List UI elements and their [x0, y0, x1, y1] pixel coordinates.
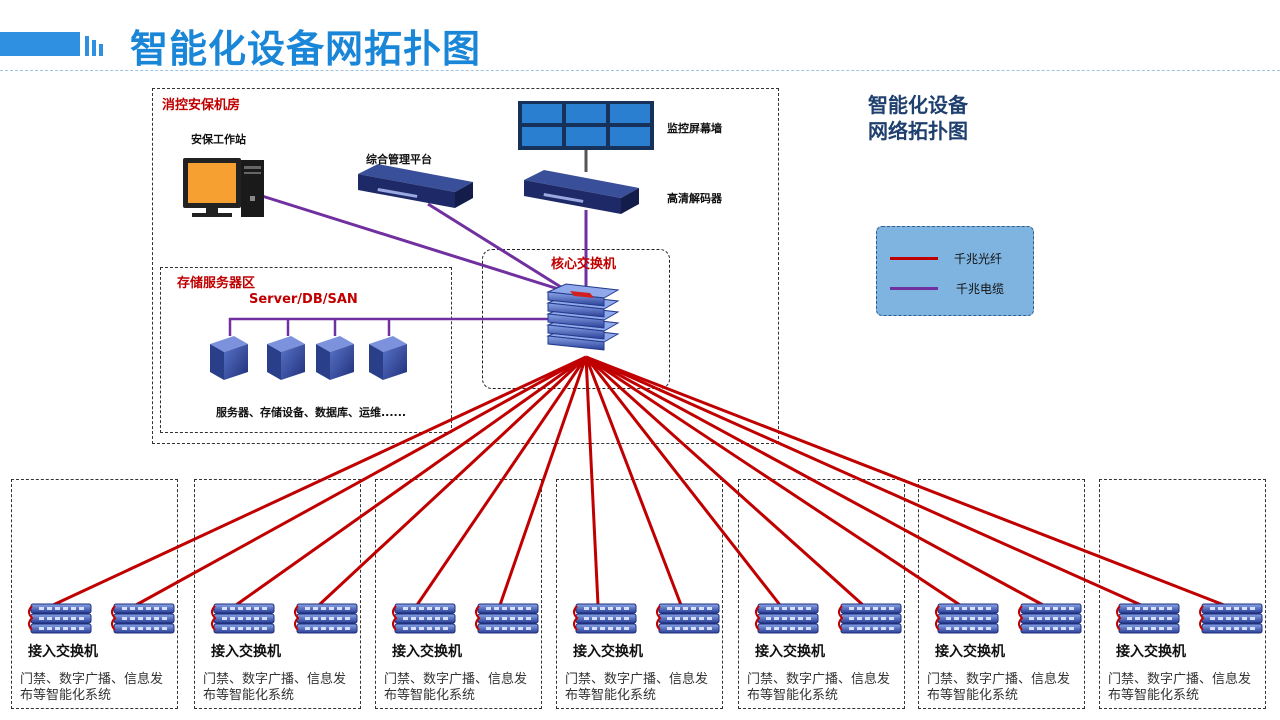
fiber-link	[584, 355, 865, 607]
side-title-line2: 网络拓扑图	[868, 119, 968, 143]
fiber-link	[135, 355, 587, 607]
fiber-link	[415, 356, 588, 606]
access-switch-icon	[392, 603, 456, 634]
video-wall-panel	[610, 104, 650, 123]
access-system-desc: 门禁、数字广播、信息发布等智能化系统	[927, 672, 1071, 703]
workstation-icon	[183, 158, 264, 217]
page-title: 智能化设备网拓扑图	[130, 27, 482, 71]
access-switch-icon	[755, 603, 819, 634]
fiber-link	[235, 355, 587, 607]
access-switch-label: 接入交换机	[28, 644, 98, 660]
access-zone	[738, 479, 905, 709]
cable-link	[228, 317, 548, 336]
access-system-desc: 门禁、数字广播、信息发布等智能化系统	[384, 672, 528, 703]
access-zone	[11, 479, 178, 709]
access-switch-icon	[656, 603, 720, 634]
control-room-label: 消控安保机房	[162, 98, 241, 113]
fiber-link	[498, 356, 588, 606]
cable-link	[261, 194, 569, 294]
fiber-link	[584, 356, 683, 606]
storage-caption: 服务器、存储设备、数据库、运维......	[216, 406, 407, 419]
fiber-link	[52, 355, 587, 607]
title-divider	[0, 70, 1280, 71]
access-system-desc: 门禁、数字广播、信息发布等智能化系统	[565, 672, 709, 703]
platform-label: 综合管理平台	[366, 153, 432, 166]
access-zone	[194, 479, 361, 709]
core-switch-label: 核心交换机	[551, 257, 617, 272]
access-switch-label: 接入交换机	[1116, 644, 1186, 660]
storage-zone	[160, 267, 452, 433]
access-zone	[556, 479, 723, 709]
access-switch-label: 接入交换机	[211, 644, 281, 660]
access-zone	[918, 479, 1085, 709]
server-icon	[316, 336, 354, 380]
core-switch-icon	[546, 283, 620, 351]
decoder-icon	[524, 170, 639, 214]
side-title: 智能化设备 网络拓扑图	[868, 92, 968, 144]
side-title-line1: 智能化设备	[868, 93, 968, 117]
legend-cable-line	[890, 287, 938, 290]
server-icon	[369, 336, 407, 380]
access-switch-icon	[111, 603, 175, 634]
video-wall-icon	[518, 101, 654, 150]
fiber-link	[585, 355, 1225, 607]
video-wall-panel	[522, 127, 562, 146]
server-icon	[267, 336, 305, 380]
access-system-desc: 门禁、数字广播、信息发布等智能化系统	[1108, 672, 1252, 703]
access-switch-icon	[475, 603, 539, 634]
video-wall-panel	[566, 104, 606, 123]
access-zone	[375, 479, 542, 709]
legend-fiber-label: 千兆光纤	[954, 252, 1003, 266]
access-switch-icon	[1116, 603, 1180, 634]
video-wall-panel	[566, 127, 606, 146]
fiber-link	[585, 355, 961, 607]
legend	[876, 226, 1034, 316]
access-zone	[1099, 479, 1266, 709]
fiber-link	[585, 355, 1044, 607]
access-switch-icon	[211, 603, 275, 634]
workstation-label: 安保工作站	[191, 133, 246, 146]
access-switch-icon	[294, 603, 358, 634]
access-switch-icon	[573, 603, 637, 634]
legend-fiber-line	[890, 257, 938, 260]
access-system-desc: 门禁、数字广播、信息发布等智能化系统	[20, 672, 164, 703]
access-switch-icon	[1199, 603, 1263, 634]
access-switch-icon	[935, 603, 999, 634]
video-wall-label: 监控屏幕墙	[667, 122, 722, 135]
fiber-link	[584, 356, 782, 606]
access-system-desc: 门禁、数字广播、信息发布等智能化系统	[203, 672, 347, 703]
video-wall-panel	[522, 104, 562, 123]
legend-cable-label: 千兆电缆	[956, 282, 1005, 296]
management-platform-icon	[358, 164, 473, 208]
access-switch-label: 接入交换机	[573, 644, 643, 660]
video-wall-panel	[610, 127, 650, 146]
title-accent-tick	[99, 44, 103, 56]
fiber-link	[584, 356, 600, 606]
server-label: Server/DB/SAN	[249, 292, 358, 307]
access-system-desc: 门禁、数字广播、信息发布等智能化系统	[747, 672, 891, 703]
access-switch-label: 接入交换机	[755, 644, 825, 660]
access-switch-label: 接入交换机	[392, 644, 462, 660]
title-accent-tick	[92, 40, 96, 56]
title-accent-tick	[85, 36, 89, 56]
access-switch-icon	[1018, 603, 1082, 634]
decoder-label: 高清解码器	[667, 192, 722, 205]
access-switch-label: 接入交换机	[935, 644, 1005, 660]
access-switch-icon	[28, 603, 92, 634]
cable-link	[427, 202, 573, 296]
storage-zone-label: 存储服务器区	[177, 276, 256, 291]
access-switch-icon	[838, 603, 902, 634]
fiber-link	[317, 355, 588, 607]
server-icon	[210, 336, 248, 380]
title-accent-bar	[0, 32, 80, 56]
fiber-link	[585, 355, 1142, 607]
